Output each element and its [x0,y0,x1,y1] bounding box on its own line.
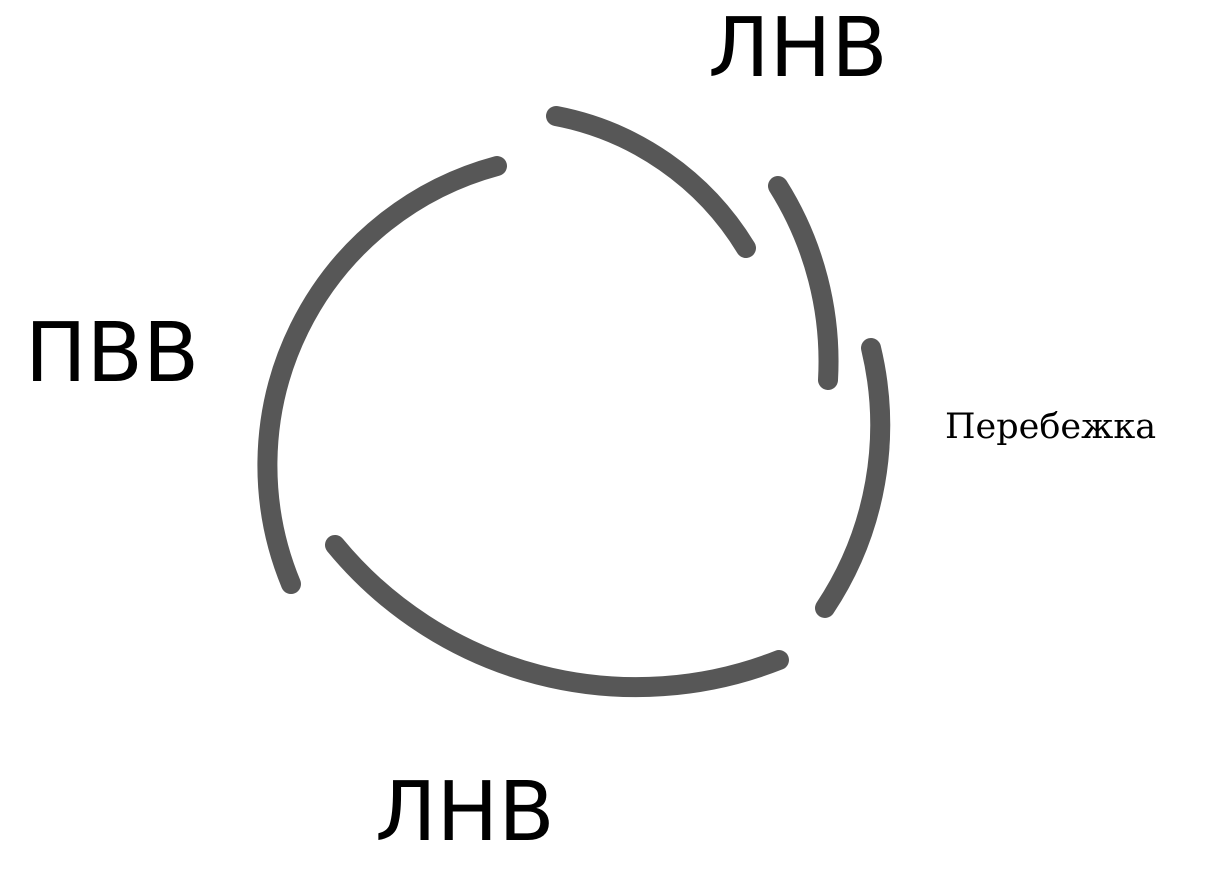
arc-bottom [325,535,789,698]
arc-top [546,106,756,258]
label-perebezhka: Перебежка [945,407,1157,447]
arc-right-lower [815,338,891,618]
label-left-pvv: ПВВ [25,306,200,401]
label-top-lnv: ЛНВ [708,1,888,96]
label-bottom-lnv: ЛНВ [375,765,555,860]
arc-left [257,156,507,594]
arc-right-upper [768,176,839,390]
